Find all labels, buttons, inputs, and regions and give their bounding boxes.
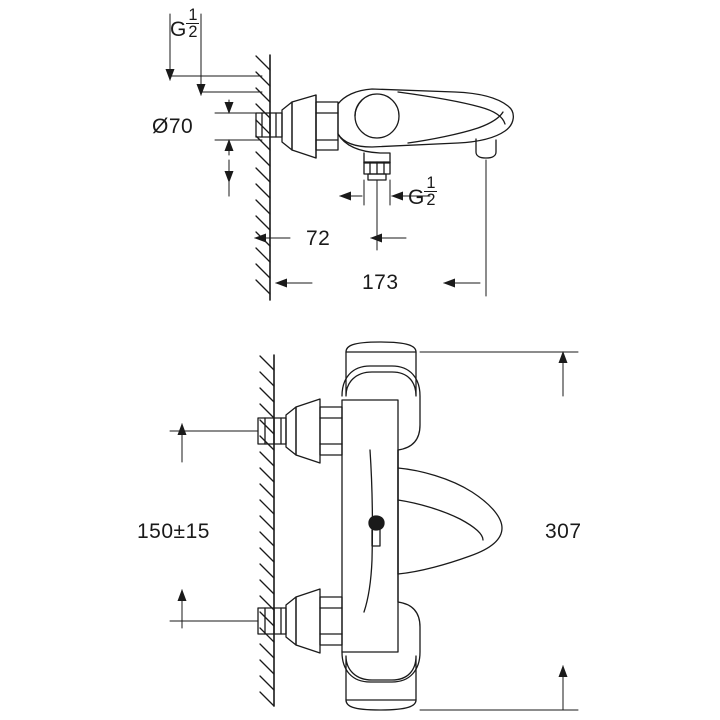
wall-union-lower-front [257,588,343,654]
label-dim-150-tolerance: 150±15 [137,520,210,543]
escutcheon-cone-top [281,94,317,159]
fraction-numerator: 1 [188,6,198,24]
dim-72 [254,179,407,251]
dim-150-tolerance [169,423,259,629]
dim-g-half-mid [339,179,431,206]
body-hex-nut-top [315,101,339,151]
label-g-half-mid-prefix: G [408,185,425,209]
dim-diameter-70 [214,99,263,197]
spout-tip-top [475,138,497,159]
dim-307 [419,351,579,711]
label-dim-307: 307 [545,520,582,543]
mixer-body-top [337,88,514,164]
label-dim-72: 72 [306,227,331,250]
label-dim-173: 173 [362,271,399,294]
fraction-denominator: 2 [424,191,438,210]
fraction-denominator: 2 [186,23,200,42]
dim-173 [269,159,487,297]
dim-g-half-top [165,13,263,96]
fraction-numerator: 1 [426,174,436,192]
wall-line-front [259,354,275,707]
label-diameter-70: Ø70 [152,115,194,138]
label-g-half-top-prefix: G [170,17,187,41]
mixer-body-front [341,341,503,711]
spout-outlet-top [363,161,391,181]
